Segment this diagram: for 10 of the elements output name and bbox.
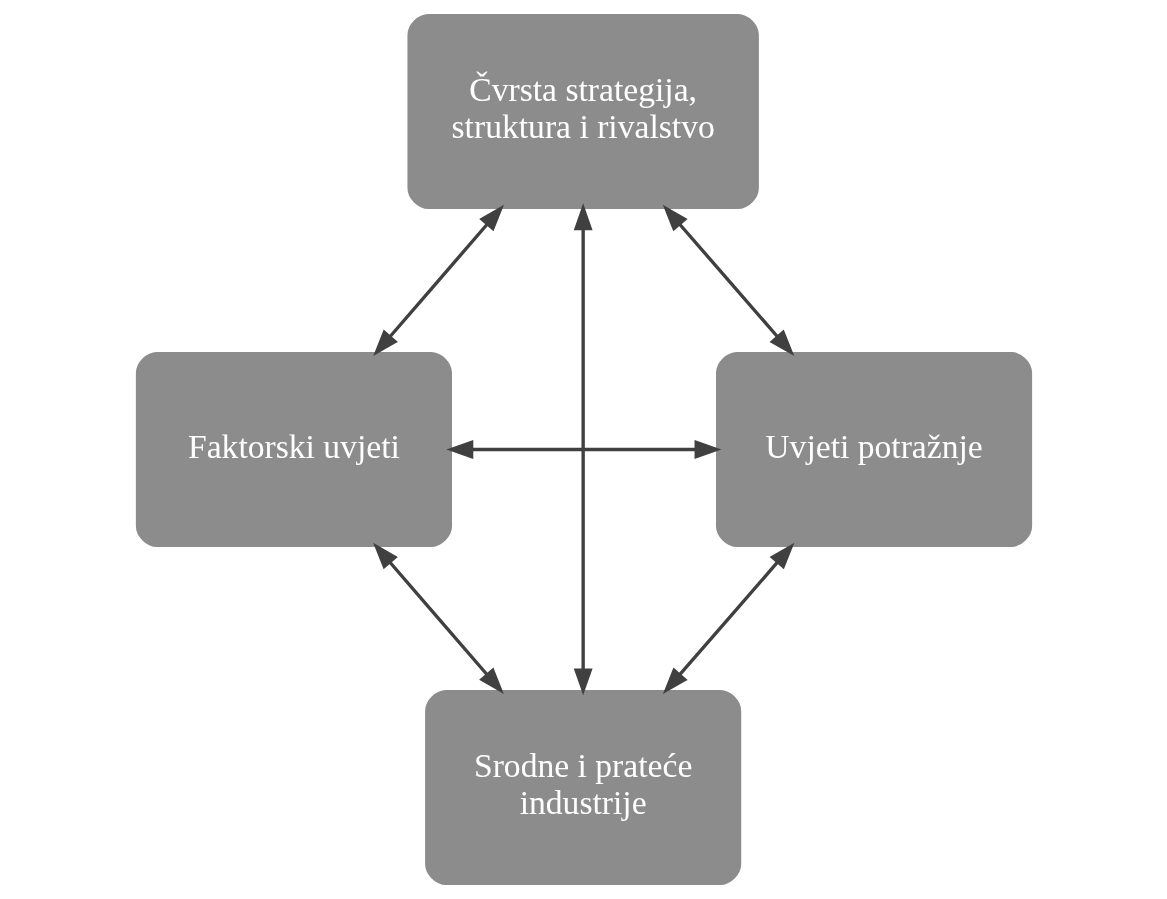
arrow xyxy=(662,204,794,357)
arrow xyxy=(573,203,593,696)
arrow xyxy=(372,204,504,357)
node-box: Uvjeti potražnje xyxy=(715,351,1032,548)
arrow xyxy=(445,440,721,459)
node-box: Faktorski uvjeti xyxy=(135,351,452,548)
arrow xyxy=(372,542,504,695)
node-box: Čvrsta strategija, struktura i rivalstvo xyxy=(406,14,759,210)
node-box: Srodne i prateće industrije xyxy=(424,689,741,885)
arrow xyxy=(662,542,794,695)
